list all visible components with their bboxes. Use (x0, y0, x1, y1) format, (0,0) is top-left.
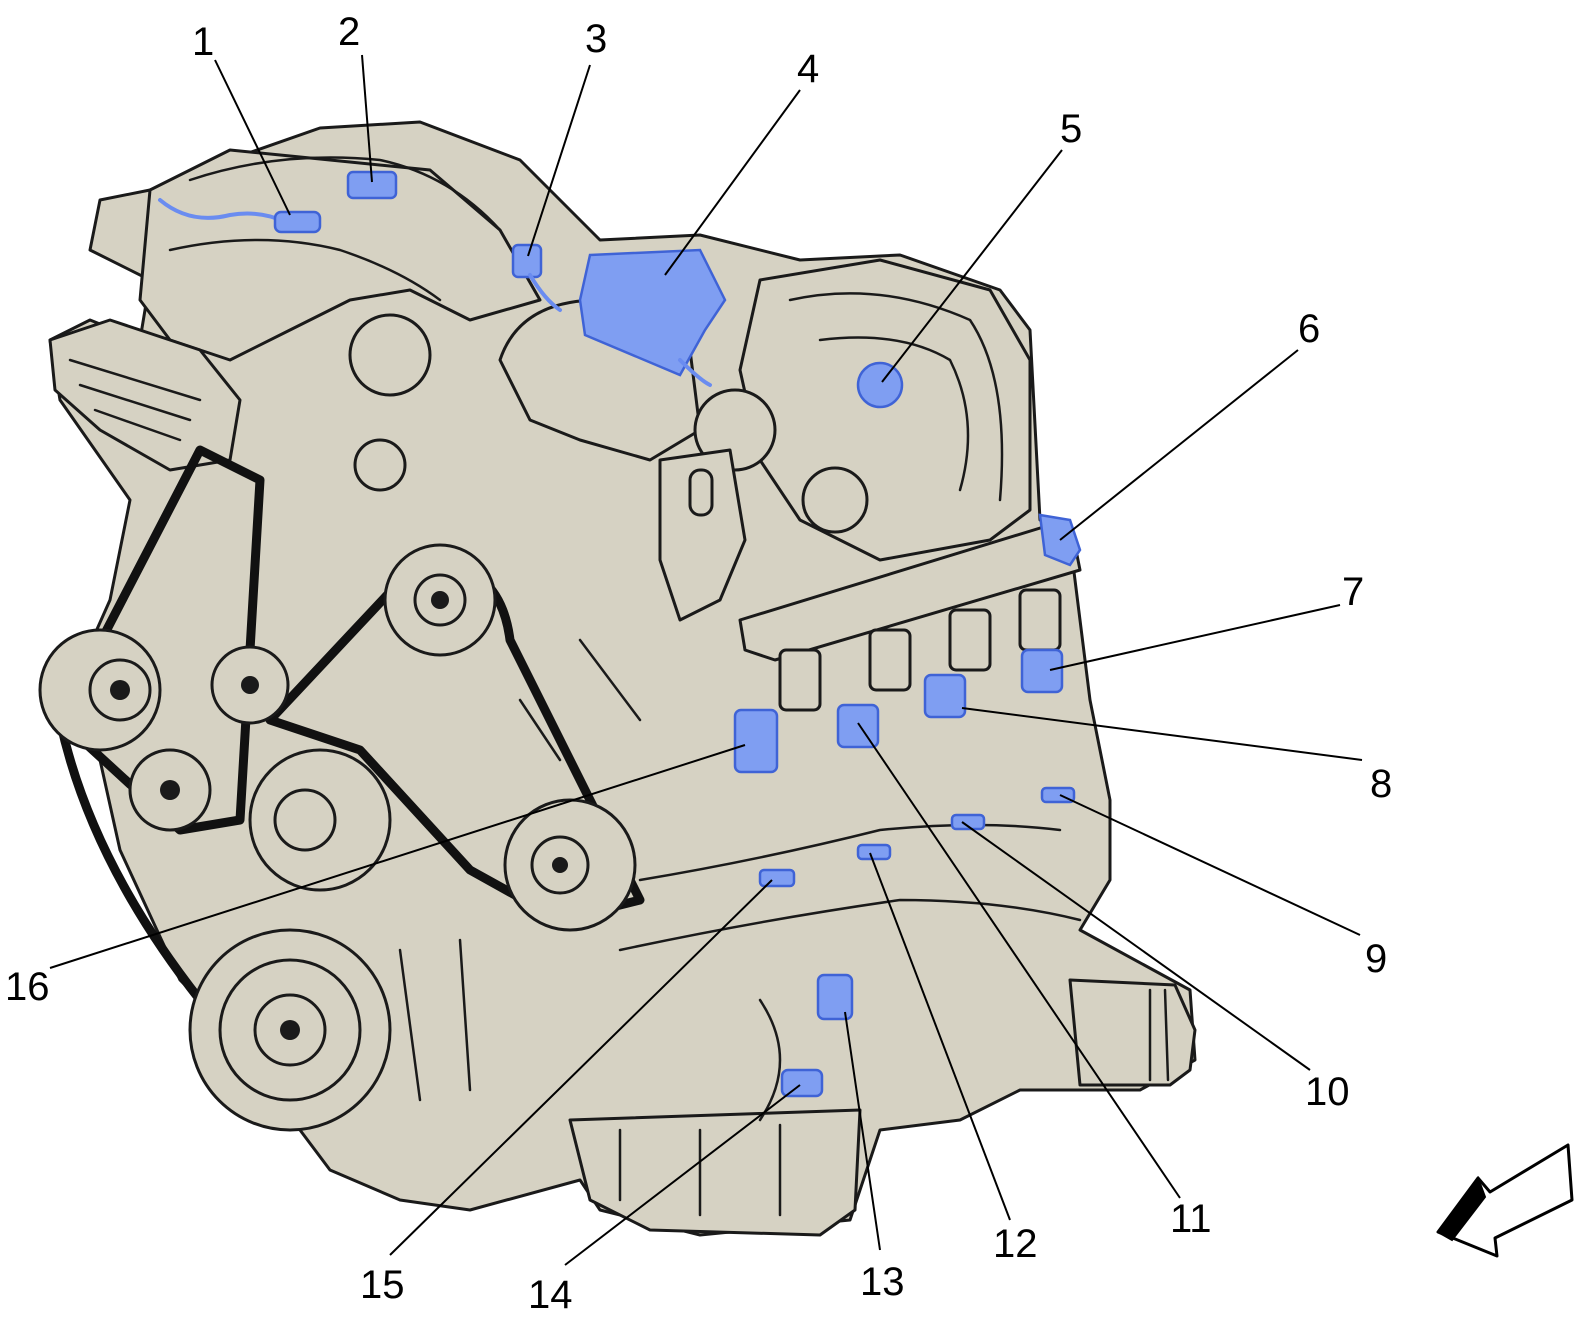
component-16-injector-connector (733, 708, 779, 774)
tensioner-pulley (128, 748, 212, 832)
callout-15: 15 (360, 1263, 405, 1307)
callout-9: 9 (1365, 937, 1387, 981)
leader-7 (1049, 604, 1341, 671)
oil-filler-cap (801, 466, 869, 534)
component-7-injector-connector (1020, 648, 1064, 694)
component-12-glow-plug-connector (856, 843, 892, 861)
coolant-port (353, 438, 407, 492)
component-8-injector-connector (923, 673, 967, 719)
callout-14: 14 (528, 1273, 573, 1317)
callout-8: 8 (1370, 762, 1392, 806)
throttle-port (348, 313, 432, 397)
callout-6: 6 (1298, 307, 1320, 351)
component-1-sensor (158, 198, 322, 234)
leader-11 (857, 722, 1181, 1199)
callout-12: 12 (993, 1222, 1038, 1266)
callout-11: 11 (1170, 1197, 1212, 1241)
leader-12 (869, 852, 1011, 1221)
component-5-sensor (856, 361, 904, 409)
power-steering-pulley (503, 798, 637, 932)
idler-pulley-left (38, 628, 162, 752)
leader-15 (389, 879, 773, 1256)
leader-10 (961, 821, 1311, 1071)
injector-bank (778, 588, 1062, 712)
callout-labels: 1 2 3 4 5 6 7 8 9 10 11 12 13 14 15 16 (5, 10, 1392, 1317)
callout-3: 3 (585, 17, 607, 61)
leader-9 (1059, 794, 1361, 936)
drive-belt-lower (55, 719, 263, 1005)
callout-7: 7 (1342, 570, 1364, 614)
component-10-glow-plug-connector (950, 813, 986, 831)
leader-lines (49, 54, 1363, 1266)
component-4-control-module (578, 248, 727, 387)
component-11-injector-connector (836, 703, 880, 749)
callout-16: 16 (5, 965, 50, 1009)
engine-bracket (658, 448, 747, 622)
leader-8 (961, 707, 1363, 761)
leader-6 (1059, 349, 1299, 541)
leader-1 (214, 59, 291, 216)
oil-pan (568, 1108, 862, 1237)
component-3-sensor (511, 243, 562, 312)
idler-pulley-upper (210, 645, 290, 725)
leader-16 (49, 744, 746, 969)
leader-4 (664, 89, 801, 276)
accessory-pulley-top (383, 543, 497, 657)
callout-10: 10 (1305, 1070, 1350, 1114)
callout-2: 2 (338, 10, 360, 54)
component-14-sensor (780, 1068, 824, 1098)
leader-2 (361, 54, 373, 183)
component-13-sensor (816, 973, 854, 1021)
callout-4: 4 (797, 47, 819, 91)
crankshaft-pulley (188, 928, 392, 1132)
callout-5: 5 (1060, 107, 1082, 151)
oil-filter (1068, 978, 1197, 1087)
water-pump-pulley (248, 748, 392, 892)
leader-5 (881, 149, 1063, 383)
idler-boss (693, 388, 777, 472)
callout-13: 13 (860, 1260, 905, 1304)
front-direction-arrow-icon (1436, 1143, 1574, 1258)
leader-14 (564, 1084, 801, 1266)
leader-13 (844, 1011, 881, 1251)
component-15-glow-plug-connector (758, 868, 796, 888)
leader-3 (527, 64, 591, 257)
callout-1: 1 (192, 20, 214, 64)
